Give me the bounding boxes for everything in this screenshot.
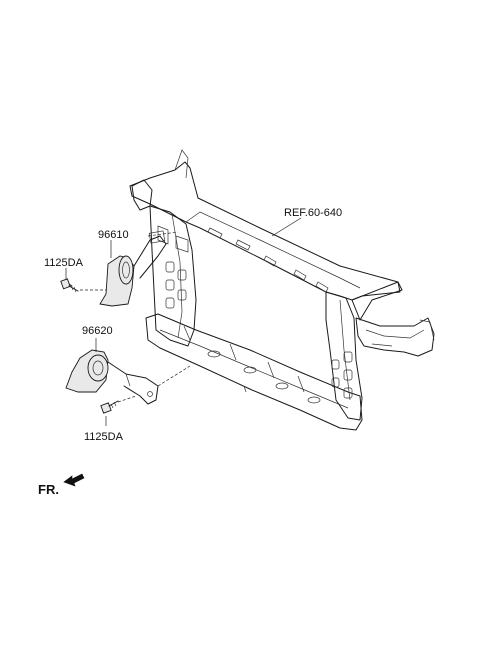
radiator-support-carrier [129, 149, 435, 431]
ref-label: REF.60-640 [284, 207, 342, 219]
bolt-lower-1125DA [100, 400, 119, 414]
bolt-upper-1125DA [60, 278, 79, 293]
horn-upper-96610 [99, 230, 167, 307]
front-arrow-icon [63, 473, 85, 487]
horn-upper-part-number: 96610 [98, 229, 129, 241]
horn-lower-part-number: 96620 [82, 325, 113, 337]
bolt-upper-part-number: 1125DA [44, 257, 84, 269]
horn-lower-96620 [65, 349, 159, 405]
leader-lines [65, 217, 302, 426]
front-direction-label: FR. [38, 482, 59, 497]
bolt-lower-part-number: 1125DA [84, 431, 124, 443]
